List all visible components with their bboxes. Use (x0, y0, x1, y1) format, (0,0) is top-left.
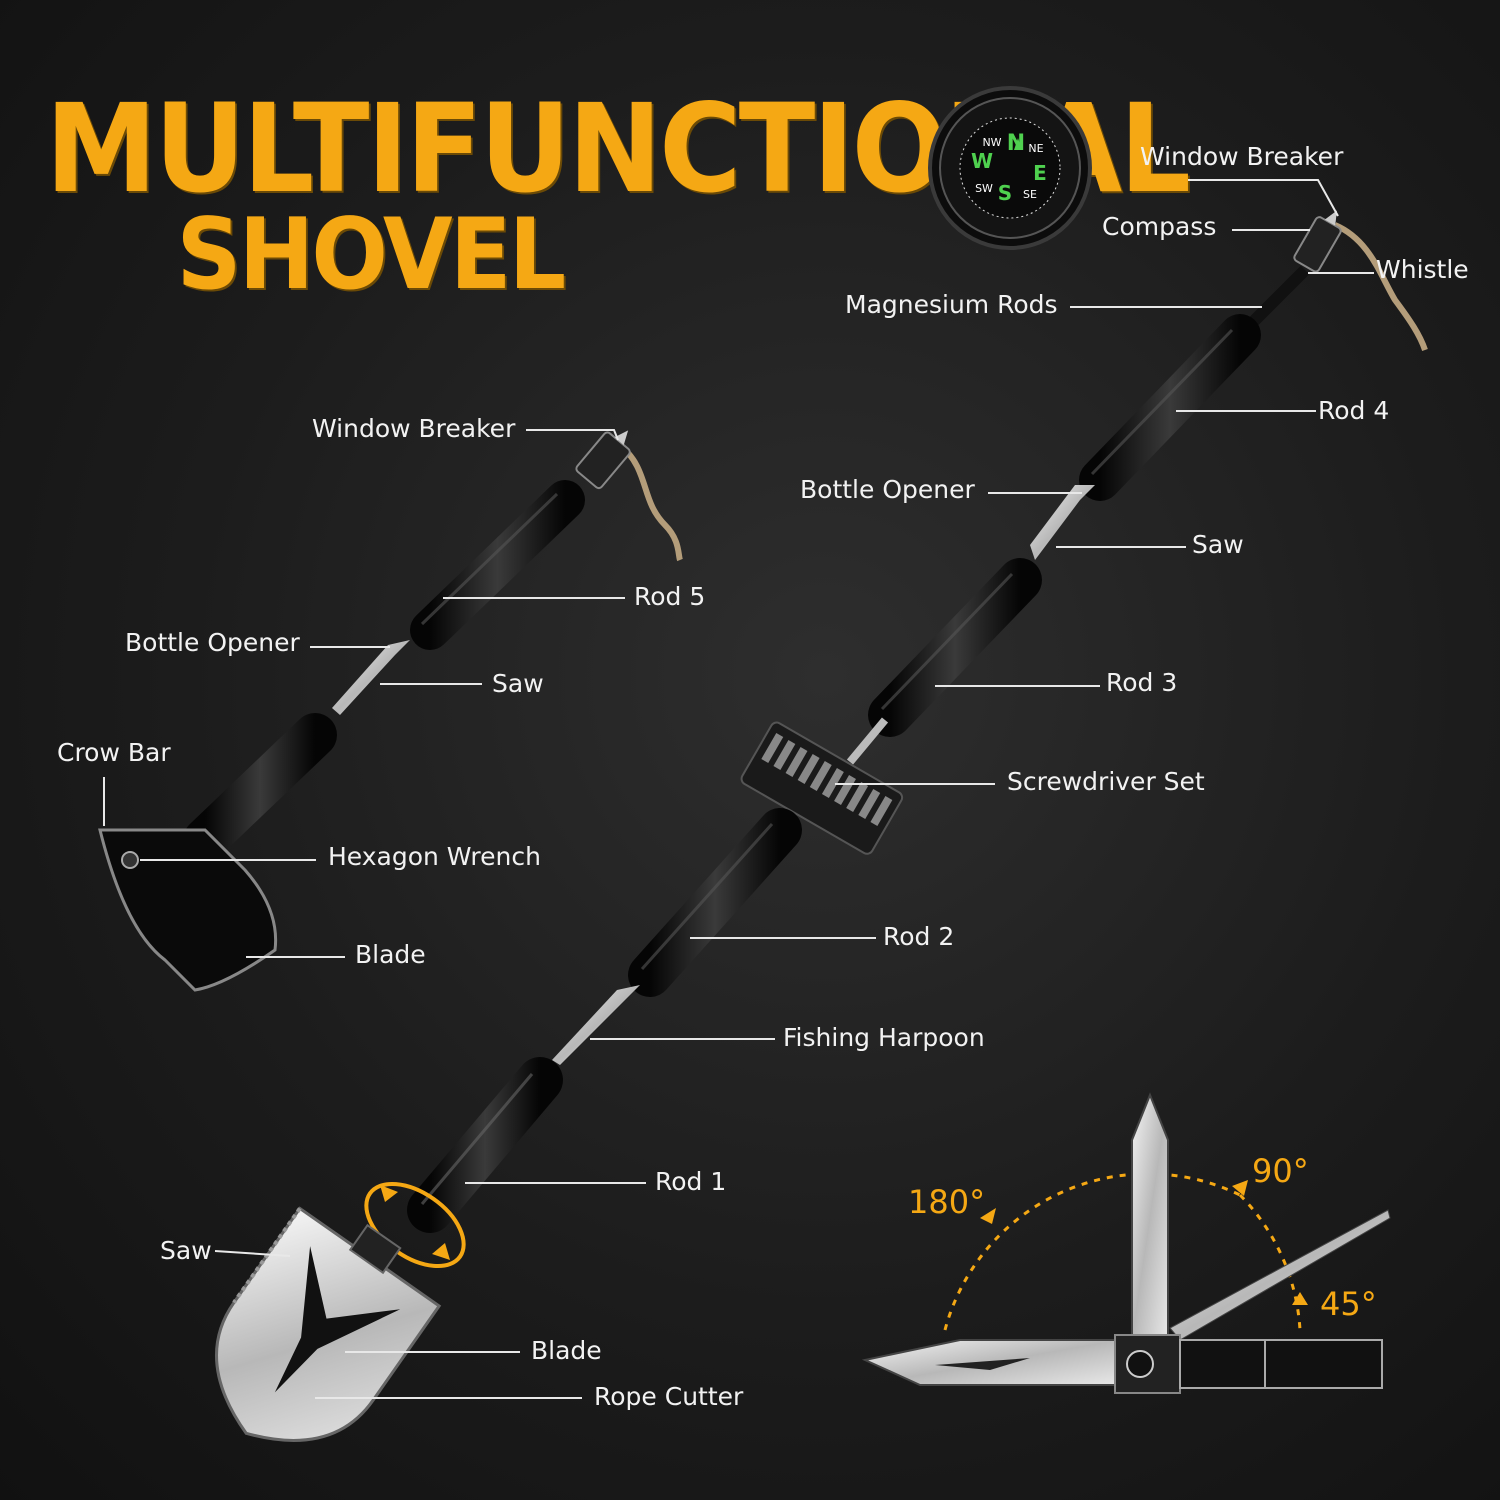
rod-4 (1079, 314, 1261, 501)
angle-180-label: 180° (908, 1183, 986, 1221)
label-magnesium-rods: Magnesium Rods (845, 290, 1058, 319)
leader-lines (103, 179, 1374, 1399)
label-blade-shovel: Blade (531, 1336, 602, 1365)
folding-angle-diagram (861, 1092, 1391, 1394)
compass-nw: NW (982, 136, 1001, 149)
compass-icon: N E S W NE SE SW NW (928, 86, 1092, 250)
lanyard-rope-axe (618, 442, 683, 562)
saw-blade-upper (1030, 485, 1095, 560)
label-blade-axe: Blade (355, 940, 426, 969)
label-rod-5: Rod 5 (634, 582, 706, 611)
compass-sw: SW (975, 182, 993, 195)
label-window-breaker-right: Window Breaker (1140, 142, 1344, 171)
label-bottle-opener-right: Bottle Opener (800, 475, 975, 504)
axe-handle-rod (183, 713, 337, 862)
label-screwdriver-set: Screwdriver Set (1007, 767, 1205, 796)
compass-ne: NE (1028, 142, 1043, 155)
label-rope-cutter: Rope Cutter (594, 1382, 744, 1411)
compass-e: E (1033, 161, 1047, 185)
axe-head (98, 828, 278, 992)
fishing-harpoon (552, 985, 640, 1065)
label-rod-3: Rod 3 (1106, 668, 1178, 697)
label-compass: Compass (1102, 212, 1217, 241)
label-bottle-opener-left: Bottle Opener (125, 628, 300, 657)
rod-3 (868, 558, 1042, 737)
lanyard-rope (1333, 222, 1428, 352)
label-whistle: Whistle (1376, 255, 1469, 284)
compass-se: SE (1023, 188, 1037, 201)
label-crow-bar: Crow Bar (57, 738, 171, 767)
window-breaker-cap-axe (575, 430, 631, 490)
rod-2 (628, 808, 802, 997)
angle-45-label: 45° (1320, 1285, 1377, 1323)
screwdriver-tip (846, 717, 889, 765)
screwdriver-set (740, 721, 904, 855)
compass-n: N (1007, 131, 1025, 156)
label-saw-right: Saw (1192, 530, 1244, 559)
compass-w: W (971, 149, 993, 173)
label-rod-4: Rod 4 (1318, 396, 1390, 425)
window-breaker-cap (1293, 210, 1342, 273)
angle-90-label: 90° (1252, 1152, 1309, 1190)
label-hexagon-wrench: Hexagon Wrench (328, 842, 541, 871)
label-rod-1: Rod 1 (655, 1167, 727, 1196)
label-fishing-harpoon: Fishing Harpoon (783, 1023, 985, 1052)
label-rod-2: Rod 2 (883, 922, 955, 951)
compass-s: S (998, 181, 1012, 205)
rod-1 (407, 1057, 563, 1233)
label-saw-left: Saw (492, 669, 544, 698)
label-window-breaker-left: Window Breaker (312, 414, 516, 443)
label-saw-shovel: Saw (160, 1236, 212, 1265)
title-line-2: SHOVEL (176, 198, 567, 312)
saw-blade-axe (332, 640, 410, 715)
rod-5 (410, 480, 585, 650)
shovel-head (215, 1206, 442, 1442)
